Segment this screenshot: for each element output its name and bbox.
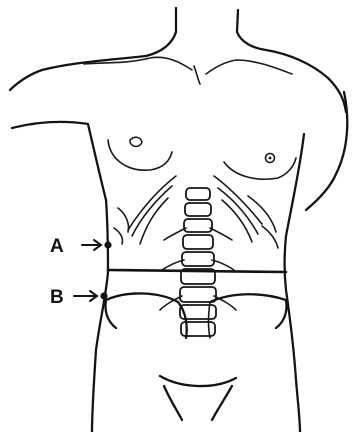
right-side-outline	[285, 92, 348, 432]
marker-a-label: A	[50, 236, 64, 257]
neck	[146, 8, 266, 56]
waist-line	[108, 270, 286, 272]
spine	[160, 188, 236, 336]
left-side-outline	[12, 122, 108, 432]
marker-a-point	[104, 241, 111, 248]
shoulders	[10, 50, 346, 112]
marker-b-point	[100, 292, 107, 299]
marker-b-label: B	[50, 287, 64, 308]
chest	[108, 137, 296, 179]
groin	[160, 376, 236, 420]
marker-a: A	[50, 236, 112, 257]
marker-b: B	[50, 287, 108, 308]
